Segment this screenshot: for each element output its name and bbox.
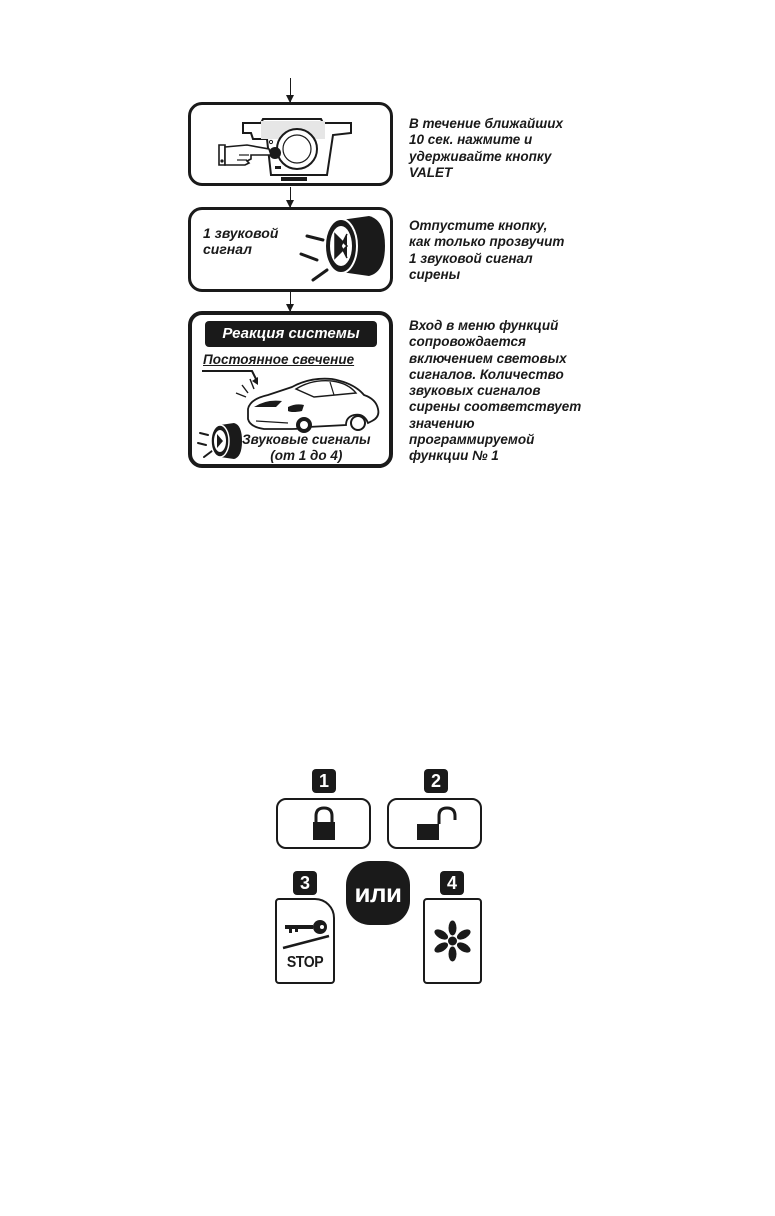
unlock-button[interactable] — [387, 798, 482, 849]
car-icon — [202, 370, 380, 433]
step-2-box: 1 звуковой сигнал — [188, 207, 393, 292]
button-number-2: 2 — [424, 769, 448, 793]
button-number-3: 3 — [293, 871, 317, 895]
flow-arrow-3 — [286, 292, 294, 312]
stop-button[interactable]: STOP — [275, 898, 335, 984]
lock-button[interactable] — [276, 798, 371, 849]
stop-label: STOP — [286, 954, 324, 971]
flow-arrow-1 — [286, 78, 294, 103]
flow-arrow-2 — [286, 187, 294, 208]
or-label: или — [346, 861, 410, 925]
siren-icon — [197, 423, 242, 459]
asterisk-icon — [434, 920, 471, 962]
siren-icon — [299, 216, 385, 282]
step-3-instruction: Вход в меню функций сопровождается включ… — [409, 318, 582, 464]
button-number-1: 1 — [312, 769, 336, 793]
step-2-signal-label: 1 звуковой сигнал — [203, 225, 279, 257]
step-2-instruction: Отпустите кнопку, как только прозвучит 1… — [409, 218, 565, 282]
lock-closed-icon — [313, 806, 335, 840]
step-1-box — [188, 102, 393, 186]
sound-label: Звуковые сигналы (от 1 до 4) — [242, 432, 371, 463]
function-button[interactable] — [423, 898, 482, 984]
hand-pressing-valet-button-icon — [218, 118, 352, 181]
lock-open-icon — [417, 806, 457, 840]
light-label: Постоянное свечение — [203, 352, 355, 367]
button-number-4: 4 — [440, 871, 464, 895]
step-3-box: Реакция системы Постоянное свечение Звук… — [188, 311, 393, 468]
reaction-title: Реакция системы — [205, 321, 377, 347]
step-1-instruction: В течение ближайших 10 сек. нажмите и уд… — [409, 116, 563, 180]
key-stop-icon — [282, 920, 330, 950]
